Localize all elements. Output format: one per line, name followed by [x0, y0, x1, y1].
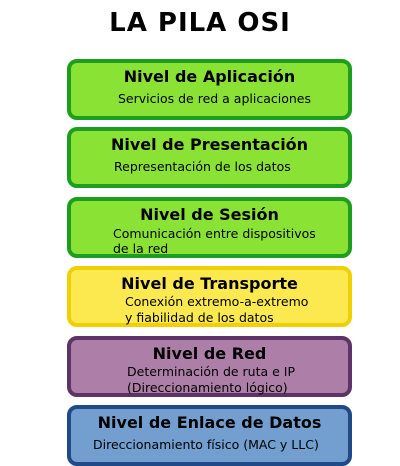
layer-session: Nivel de Sesión Comunicación entre dispo…: [67, 197, 352, 258]
layer-description-line-2: y fiabilidad de los datos: [125, 310, 274, 325]
layer-description-line-2: de la red: [113, 241, 169, 256]
layer-description-line-2: (Direccionamiento lógico): [127, 380, 288, 395]
layer-transport: Nivel de Transporte Conexión extremo-a-e…: [67, 266, 352, 327]
layer-presentation: Nivel de Presentación Representación de …: [67, 127, 352, 188]
layer-name: Nivel de Sesión: [140, 205, 279, 224]
diagram-title: LA PILA OSI: [109, 8, 291, 38]
layer-name: Nivel de Presentación: [110, 135, 309, 154]
layer-application: Nivel de Aplicación Servicios de red a a…: [67, 59, 352, 120]
layer-description-line-1: Conexión extremo-a-extremo: [125, 294, 309, 309]
layer-description-line-1: Comunicación entre dispositivos: [113, 226, 316, 241]
layer-description: Representación de los datos: [114, 159, 291, 174]
layer-description: Direccionamiento físico (MAC y LLC): [93, 437, 319, 452]
layer-name: Nivel de Red: [152, 344, 267, 363]
layer-name: Nivel de Aplicación: [123, 67, 296, 86]
layer-description: Servicios de red a aplicaciones: [118, 91, 311, 106]
layer-network: Nivel de Red Determinación de ruta e IP …: [67, 336, 352, 397]
layer-name: Nivel de Transporte: [121, 274, 298, 293]
layer-data-link: Nivel de Enlace de Datos Direccionamient…: [67, 405, 352, 466]
layer-name: Nivel de Enlace de Datos: [97, 413, 322, 432]
layer-description-line-1: Determinación de ruta e IP: [127, 364, 296, 379]
